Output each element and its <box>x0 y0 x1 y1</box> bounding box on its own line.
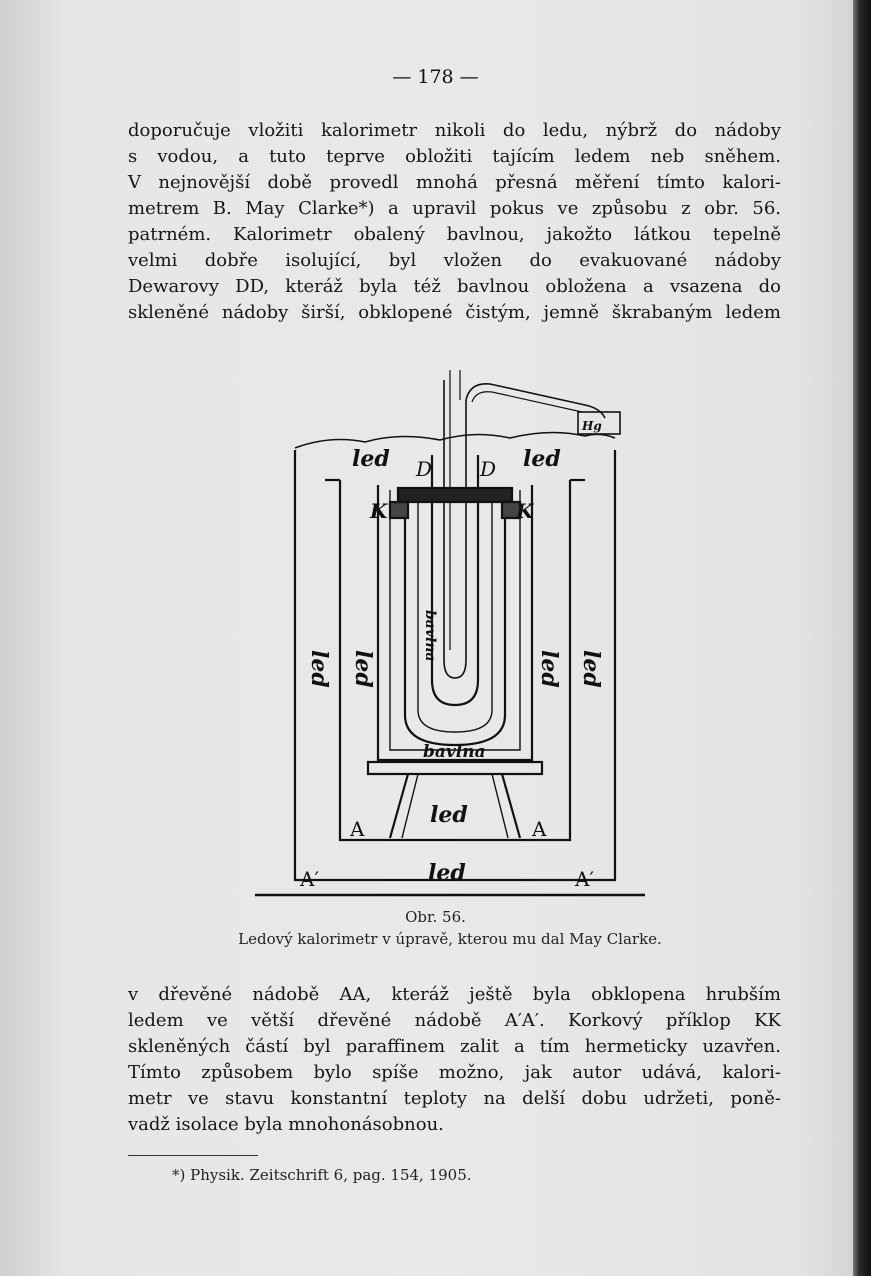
book-spine-shadow <box>853 0 871 1276</box>
text-line: Dewarovy DD, kteráž byla též bavlnou obl… <box>128 276 781 297</box>
inner-vessel-aa <box>338 480 572 842</box>
hg-vessel <box>577 411 621 435</box>
text-line: skleněné nádoby širší, obklopené čistým,… <box>128 302 781 323</box>
label-bavlna: bavlna <box>423 742 486 762</box>
figure-number: Obr. 56. <box>405 908 466 926</box>
glass-vessel <box>376 485 534 762</box>
text-line: skleněných částí byl paraffinem zalit a … <box>128 1036 781 1057</box>
label-a-right: A <box>531 817 547 841</box>
label-led-outer-left: led <box>306 650 332 688</box>
label-d-right: D <box>479 457 496 481</box>
footnote-rule <box>128 1155 258 1156</box>
calorimeter-outer-tube <box>430 455 480 707</box>
stand-top <box>366 760 544 776</box>
text-line: Tímto způsobem bylo spíše možno, jak aut… <box>128 1062 781 1083</box>
label-k-left: K <box>369 499 389 523</box>
figure-caption: Ledový kalorimetr v úpravě, kterou mu da… <box>238 930 662 948</box>
ice-surface <box>294 431 616 449</box>
text-line: ledem ve větší dřevěné nádobě A′A′. Kork… <box>128 1010 781 1031</box>
text-line: s vodou, a tuto teprve obložiti tajícím … <box>128 146 781 167</box>
text-line: V nejnovější době provedl mnohá přesná m… <box>128 172 781 193</box>
label-led-top-right: led <box>523 446 561 472</box>
label-a-prime-left: A′ <box>299 867 319 891</box>
label-hg: Hg <box>581 419 602 433</box>
bottom-paragraph: v dřevěné nádobě AA, kteráž ještě byla o… <box>128 982 781 1138</box>
outer-vessel-aa-prime <box>293 450 617 882</box>
cork-lid-kk <box>396 486 514 504</box>
label-led-inner-right: led <box>536 650 562 688</box>
text-line: doporučuje vložiti kalorimetr nikoli do … <box>128 120 781 141</box>
text-line: vadž isolace byla mnohonásobnou. <box>128 1114 444 1135</box>
label-k-right: K <box>515 499 535 523</box>
dewar-vessel <box>403 500 507 747</box>
calorimeter-diagram: led led D D K K Hg led led led led bavln… <box>255 370 645 897</box>
label-a-left: A <box>349 817 365 841</box>
label-led-top-left: led <box>352 446 390 472</box>
label-d-left: D <box>415 457 432 481</box>
top-paragraph: doporučuje vložiti kalorimetr nikoli do … <box>128 118 781 326</box>
stand-legs <box>388 773 522 839</box>
page-number: — 178 — <box>392 66 479 88</box>
label-bavlna-vertical: bavlna <box>422 610 438 662</box>
text-line: velmi dobře isolující, byl vložen do eva… <box>128 250 781 271</box>
calorimeter-inner-tube <box>443 380 467 679</box>
footnote: *) Physik. Zeitschrift 6, pag. 154, 1905… <box>172 1166 472 1184</box>
text-line: metrem B. May Clarke*) a upravil pokus v… <box>128 198 781 219</box>
text-line: v dřevěné nádobě AA, kteráž ještě byla o… <box>128 984 781 1005</box>
label-led-inner-left: led <box>350 650 376 688</box>
label-led-outer-right: led <box>578 650 604 688</box>
text-line: patrném. Kalorimetr obalený bavlnou, jak… <box>128 224 781 245</box>
text-line: metr ve stavu konstantní teploty na delš… <box>128 1088 781 1109</box>
calorimeter-figure: led led D D K K Hg led led led led bavln… <box>240 360 660 910</box>
label-led-base: led <box>428 860 466 886</box>
label-led-bottom: led <box>430 802 468 828</box>
capillary-tube <box>465 383 606 419</box>
label-a-prime-right: A′ <box>574 867 594 891</box>
